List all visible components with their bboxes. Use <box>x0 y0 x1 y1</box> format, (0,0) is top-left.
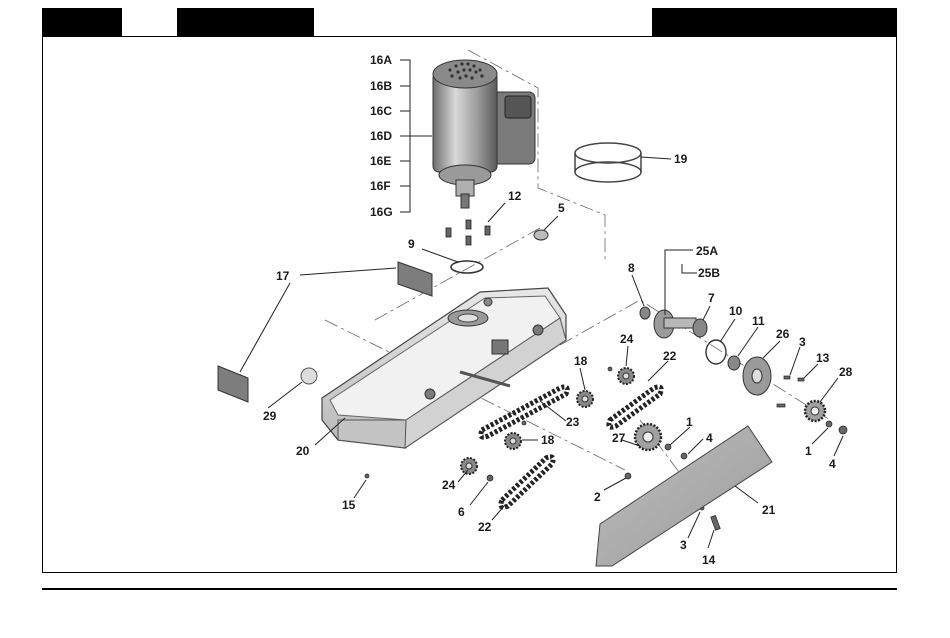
ring-10 <box>706 340 726 364</box>
sprocket-24-upper <box>618 368 634 384</box>
label-25B: 25B <box>698 266 720 280</box>
label-4-left: 4 <box>706 431 713 445</box>
bearing-11 <box>728 356 740 370</box>
label-25A: 25A <box>696 244 718 258</box>
label-21: 21 <box>762 503 776 517</box>
flange-26 <box>743 357 771 395</box>
plug-5 <box>534 230 548 240</box>
gear-28 <box>805 401 825 421</box>
band-19 <box>575 143 641 182</box>
cap-29 <box>301 368 317 384</box>
label-17: 17 <box>276 269 290 283</box>
label-3-lower: 3 <box>680 538 687 552</box>
label-12: 12 <box>508 189 522 203</box>
label-16F: 16F <box>370 179 391 193</box>
oring-9 <box>451 261 483 273</box>
sprocket-24-lower <box>461 458 477 474</box>
label-6: 6 <box>458 505 465 519</box>
label-16A: 16A <box>370 53 392 67</box>
label-7: 7 <box>708 291 715 305</box>
label-28: 28 <box>839 365 853 379</box>
label-1-right: 1 <box>805 444 812 458</box>
label-18-lower: 18 <box>541 433 555 447</box>
label-10: 10 <box>729 304 743 318</box>
label-22-lower: 22 <box>478 520 492 534</box>
label-16E: 16E <box>370 154 391 168</box>
label-23: 23 <box>566 415 580 429</box>
label-2: 2 <box>594 490 601 504</box>
label-3-upper: 3 <box>799 335 806 349</box>
label-16C: 16C <box>370 104 392 118</box>
sprocket-18-upper <box>577 391 593 407</box>
label-22-upper: 22 <box>663 349 677 363</box>
label-1-left: 1 <box>686 415 693 429</box>
label-8: 8 <box>628 261 635 275</box>
label-16G: 16G <box>370 205 393 219</box>
shaft-25 <box>654 310 696 338</box>
label-14: 14 <box>702 553 716 567</box>
label-11: 11 <box>752 314 765 328</box>
label-16D: 16D <box>370 129 392 143</box>
label-18-upper: 18 <box>574 354 588 368</box>
label-19: 19 <box>674 152 688 166</box>
bearing-7 <box>693 319 707 337</box>
chain-22-lower <box>501 457 553 507</box>
label-4-right: 4 <box>829 457 836 471</box>
motor-assembly <box>433 60 535 208</box>
label-24-upper: 24 <box>620 332 634 346</box>
label-15: 15 <box>342 498 356 512</box>
label-13: 13 <box>816 351 830 365</box>
label-26: 26 <box>776 327 790 341</box>
sprocket-18-lower <box>505 433 521 449</box>
label-16B: 16B <box>370 79 392 93</box>
label-20: 20 <box>296 444 310 458</box>
label-9: 9 <box>408 237 415 251</box>
motor-bolts <box>446 220 490 245</box>
label-5: 5 <box>558 201 565 215</box>
label-29: 29 <box>263 409 277 423</box>
bearing-8 <box>640 307 650 319</box>
chain-22-upper <box>609 387 661 427</box>
label-27: 27 <box>612 431 626 445</box>
housing-20 <box>322 288 566 448</box>
label-24-lower: 24 <box>442 478 456 492</box>
